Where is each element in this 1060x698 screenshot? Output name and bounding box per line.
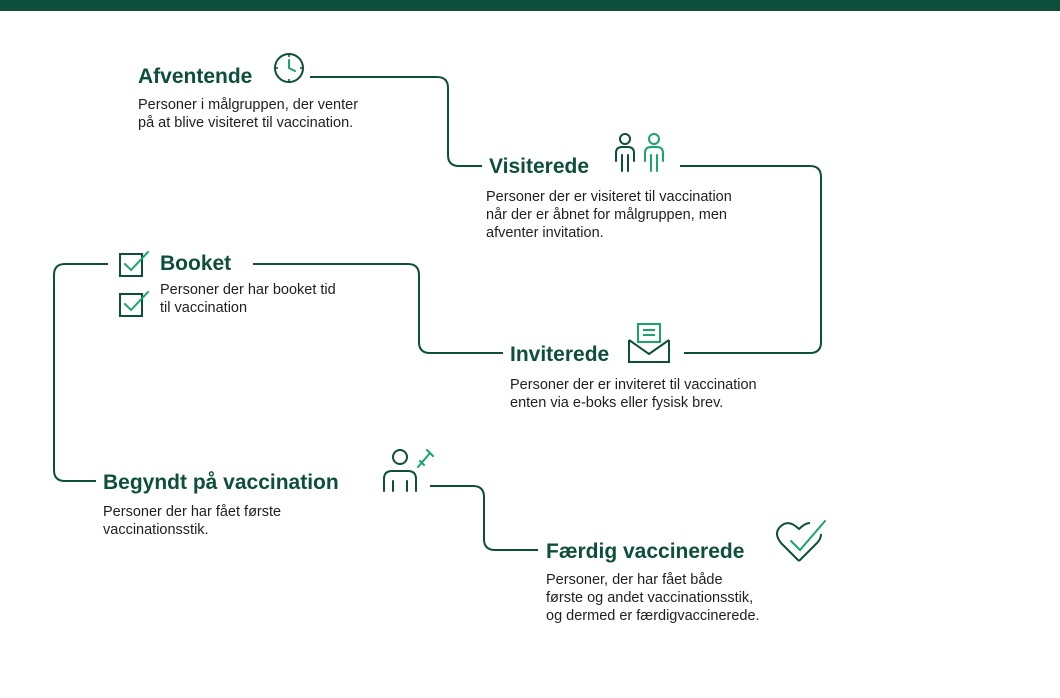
step-title-begyndt: Begyndt på vaccination [103,471,339,494]
desc-line: på at blive visiteret til vaccination. [138,115,354,131]
desc-line: første og andet vaccinationsstik, [546,590,754,606]
person-syringe-icon [383,449,434,492]
heart-check-icon [776,520,826,562]
desc-line: til vaccination [160,300,248,316]
connector-inviterede-booket [253,263,503,354]
step-desc-begyndt: Personer der har fået første vaccination… [103,503,281,539]
checkbox-icon [119,291,149,317]
desc-line: Personer der er inviteret til vaccinatio… [510,377,757,393]
desc-line: Personer der har fået første [103,504,282,520]
envelope-icon [628,323,670,363]
step-title-booket: Booket [160,252,232,275]
desc-line: når der er åbnet for målgruppen, men [486,207,727,223]
step-desc-visiterede: Personer der er visiteret til vaccinatio… [486,188,732,242]
desc-line: Personer der har booket tid [160,282,336,298]
checkbox-icon [119,251,149,277]
connector-visiterede-inviterede [680,165,822,354]
desc-line: enten via e-boks eller fysisk brev. [510,395,724,411]
step-desc-booket: Personer der har booket tid til vaccinat… [160,281,336,317]
step-desc-faerdig: Personer, der har fået både første og an… [546,571,760,625]
connector-booket-begyndt [53,263,108,482]
desc-line: Personer i målgruppen, der venter [138,97,359,113]
desc-line: vaccinationsstik. [103,522,209,538]
desc-line: Personer der er visiteret til vaccinatio… [486,189,732,205]
desc-line: Personer, der har fået både [546,572,723,588]
step-title-afventende: Afventende [138,65,253,88]
clock-icon [274,53,304,83]
connector-begyndt-faerdig [430,485,538,551]
step-desc-afventende: Personer i målgruppen, der venter på at … [138,96,358,132]
desc-line: afventer invitation. [486,225,604,241]
desc-line: og dermed er færdigvaccinerede. [546,608,760,624]
step-title-visiterede: Visiterede [489,155,590,178]
people-icon [615,133,664,172]
step-title-inviterede: Inviterede [510,343,610,366]
connector-afventende-visiterede [310,76,482,167]
step-desc-inviterede: Personer der er inviteret til vaccinatio… [510,376,757,412]
top-bar [0,0,1060,11]
step-title-faerdig: Færdig vaccinerede [546,540,745,563]
